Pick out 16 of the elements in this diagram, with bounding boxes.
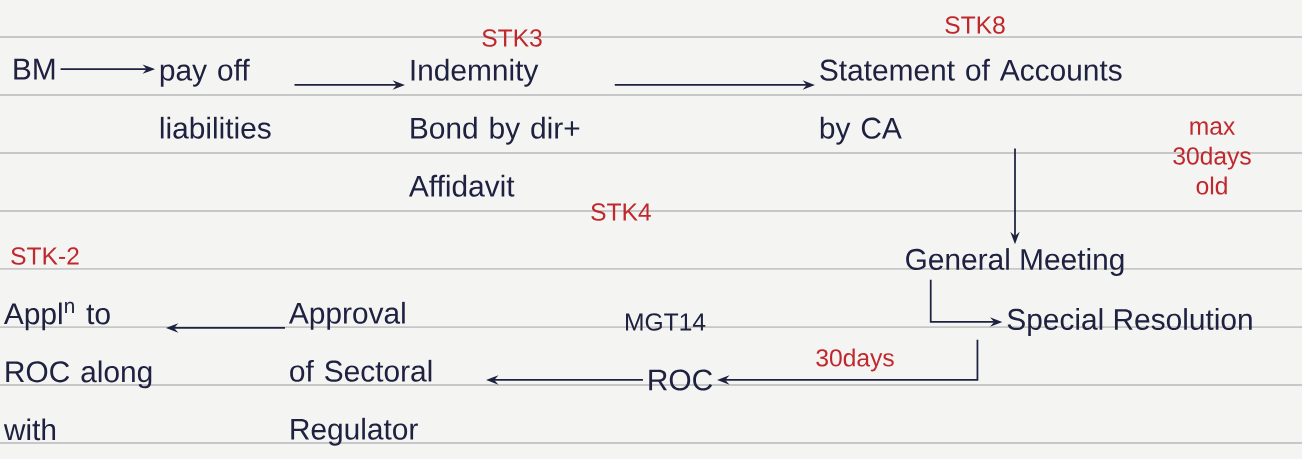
step-text: pay off liabilities xyxy=(160,58,271,139)
step-text: Appl$^{n}$ to ROC along with xyxy=(3,301,152,441)
note-text: max 30days old xyxy=(1173,121,1251,195)
step-text: General Meeting xyxy=(906,248,1124,276)
edge-label: 30days xyxy=(813,346,897,374)
step-text: BM xyxy=(14,58,55,80)
step-text: Approval of Sectoral Regulator xyxy=(288,301,432,446)
form-label: MGT14 xyxy=(626,313,706,331)
step-text: Special Resolution xyxy=(1007,308,1252,336)
note-text: STK4 xyxy=(591,203,651,221)
step-text: ROC xyxy=(649,369,713,391)
step-text: Statement of Accounts by CA xyxy=(820,58,1122,145)
note-text: STK-2 xyxy=(11,247,79,265)
step-text: Indemnity Bond by dir+ Affidavit xyxy=(408,58,580,197)
note-text: STK8 xyxy=(945,16,1005,34)
note-text: STK3 xyxy=(482,29,542,47)
